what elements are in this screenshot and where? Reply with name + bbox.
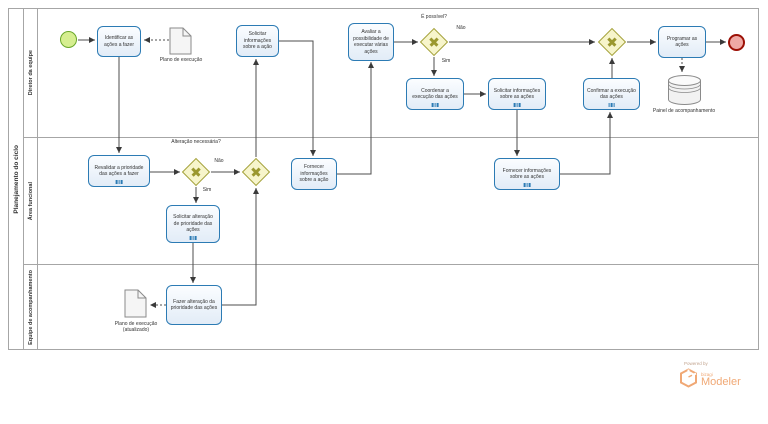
end-event[interactable] xyxy=(728,34,745,51)
data-object-plano-label: Plano de execução xyxy=(159,57,203,63)
start-event[interactable] xyxy=(60,31,77,48)
data-object-plano-atualizado-label: Plano de execução (atualizado) xyxy=(101,321,171,334)
edge-label-sim-alteracao: Sim xyxy=(202,187,212,193)
task-coordenar-label: Coordenar a execução das ações xyxy=(412,87,458,101)
task-confirmar-label: Confirmar a execução das ações xyxy=(587,87,636,101)
task-fornecer-info-acao[interactable]: Fornecer informações sobre a ação xyxy=(291,158,337,190)
bizagi-brand-text: bizagi xyxy=(701,372,713,377)
multi-instance-marker xyxy=(431,102,439,107)
lane-diretor-label-cell: Diretor da equipe xyxy=(24,8,38,137)
task-revalidar-label: Revalidar a prioridade das ações a fazer xyxy=(94,164,144,178)
task-programar[interactable]: Programar as ações xyxy=(658,26,706,58)
task-solicitar-info-acao-label: Solicitar informações sobre a ação xyxy=(243,31,272,51)
document-icon xyxy=(169,27,192,55)
data-store-painel-label: Painel de acompanhamento xyxy=(652,108,716,114)
data-store-icon xyxy=(668,75,701,105)
powered-by-text: Powered by xyxy=(684,361,708,366)
data-store-painel[interactable] xyxy=(667,74,702,111)
task-avaliar[interactable]: Avaliar a possibilidade de executar vári… xyxy=(348,23,394,61)
edge-label-nao-possivel: Não xyxy=(456,25,466,31)
data-object-plano-execucao[interactable] xyxy=(169,27,192,60)
task-revalidar[interactable]: Revalidar a prioridade das ações a fazer xyxy=(88,155,150,187)
pool-title: Planejamento do ciclo xyxy=(12,144,20,214)
document-icon xyxy=(124,289,147,318)
lane-diretor: Diretor da equipe xyxy=(24,8,759,138)
task-identificar-label: Identificar as ações a fazer xyxy=(103,35,135,48)
task-solicitar-info-acao[interactable]: Solicitar informações sobre a ação xyxy=(236,25,279,57)
task-fornecer-info-acao-label: Fornecer informações sobre a ação xyxy=(299,164,329,184)
lane-area-funcional-label-cell: Área funcional xyxy=(24,138,38,264)
lane-diretor-label: Diretor da equipe xyxy=(27,49,34,96)
plano-atualizado-line1: Plano de execução xyxy=(114,321,158,327)
task-solicitar-alteracao-label: Solicitar alteração de prioridade das aç… xyxy=(173,214,213,234)
task-solicitar-info-acoes[interactable]: Solicitar informações sobre as ações xyxy=(488,78,546,110)
task-identificar[interactable]: Identificar as ações a fazer xyxy=(97,26,141,57)
edge-label-nao-alteracao: Não xyxy=(214,158,224,164)
pool-title-cell: Planejamento do ciclo xyxy=(8,8,24,350)
data-object-plano-atualizado[interactable] xyxy=(124,289,147,323)
edge-label-sim-possivel: Sim xyxy=(441,58,451,64)
multi-instance-marker xyxy=(608,102,615,107)
task-confirmar[interactable]: Confirmar a execução das ações xyxy=(583,78,640,110)
lane-area-funcional: Área funcional xyxy=(24,138,759,265)
task-fornecer-info-acoes[interactable]: Fornecer informações sobre as ações xyxy=(494,158,560,190)
bizagi-logo: Powered by bizagi Modeler xyxy=(679,361,759,388)
lane-area-funcional-label: Área funcional xyxy=(27,181,34,221)
multi-instance-marker xyxy=(115,179,123,184)
task-fazer-alteracao[interactable]: Fazer alteração da prioridade das ações xyxy=(166,285,222,325)
task-avaliar-label: Avaliar a possibilidade de executar vári… xyxy=(353,29,389,55)
modeler-product-text: Modeler xyxy=(701,376,741,388)
multi-instance-marker xyxy=(523,182,531,187)
multi-instance-marker xyxy=(513,102,521,107)
task-fornecer-info-acoes-label: Fornecer informações sobre as ações xyxy=(502,167,552,181)
task-solicitar-info-acoes-label: Solicitar informações sobre as ações xyxy=(493,87,541,101)
bizagi-icon xyxy=(680,368,697,388)
task-fazer-alteracao-label: Fazer alteração da prioridade das ações xyxy=(170,298,218,312)
lane-equipe: Equipe de acompanhamento xyxy=(24,265,759,350)
plano-atualizado-line2: (atualizado) xyxy=(122,327,150,334)
task-coordenar[interactable]: Coordenar a execução das ações xyxy=(406,78,464,110)
lane-equipe-label: Equipe de acompanhamento xyxy=(27,270,34,345)
gateway-e-possivel-question: É possível? xyxy=(421,14,447,20)
task-solicitar-alteracao[interactable]: Solicitar alteração de prioridade das aç… xyxy=(166,205,220,243)
task-programar-label: Programar as ações xyxy=(666,35,698,49)
gateway-alteracao-question: Alteração necessária? xyxy=(171,139,221,145)
multi-instance-marker xyxy=(189,235,197,240)
lane-equipe-label-cell: Equipe de acompanhamento xyxy=(24,265,38,350)
